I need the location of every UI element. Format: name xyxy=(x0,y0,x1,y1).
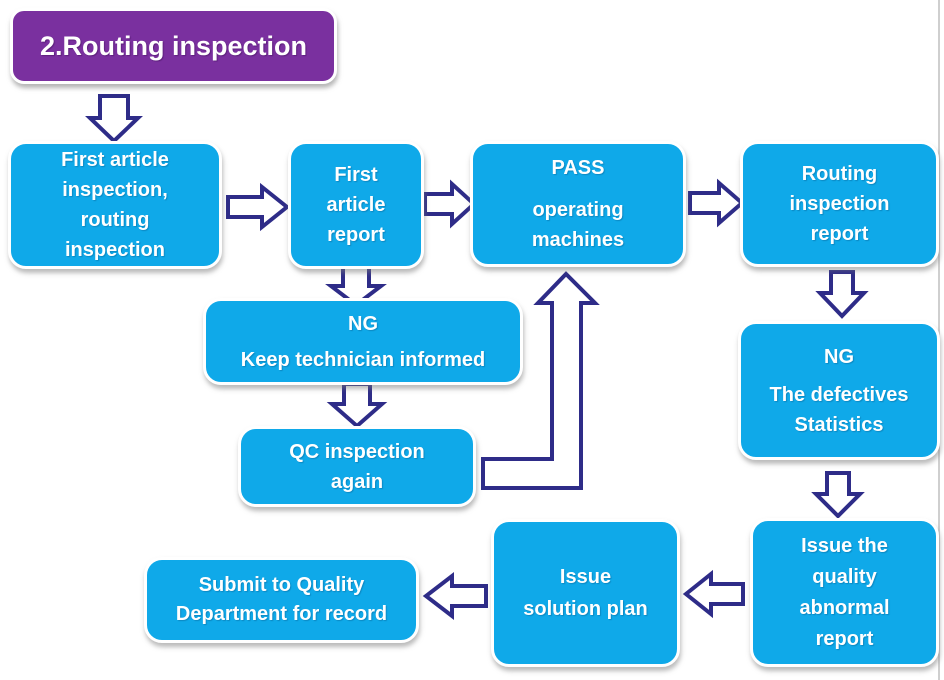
arrow-report-to-ng-down xyxy=(325,265,387,308)
node-qc-inspection-again: QC inspection again xyxy=(238,426,476,507)
node-text-line: quality xyxy=(812,565,877,588)
node-text-line: Submit to Quality xyxy=(198,574,365,596)
node-text-line: operating xyxy=(532,199,624,221)
node-text-line: abnormal xyxy=(799,596,890,619)
node-first-article-report: First article report xyxy=(288,141,424,269)
node-routing-inspection-report: Routing inspection report xyxy=(740,141,939,267)
arrow-report-to-pass-right xyxy=(423,179,477,229)
node-text-line: report xyxy=(327,224,385,246)
node-text-line: Statistics xyxy=(794,413,884,436)
node-text-line: report xyxy=(815,627,874,650)
node-text-line: Issue the xyxy=(801,534,888,557)
node-text-line: report xyxy=(810,223,869,245)
node-text-line: Department for record xyxy=(175,603,388,625)
node-submit-to-quality-department: Submit to Quality Department for record xyxy=(144,557,419,643)
node-text-line: inspection, xyxy=(62,179,168,201)
title-box: 2.Routing inspection xyxy=(10,8,337,84)
arrow-qc-to-pass-elbow-up xyxy=(481,271,600,490)
node-text-line: The defectives xyxy=(769,383,909,406)
node-text-line: Keep technician informed xyxy=(240,348,486,371)
arrow-abnormal-to-solution-left xyxy=(682,569,745,619)
node-text-line: inspection xyxy=(789,193,890,215)
arrow-ng-to-qc-down xyxy=(326,382,388,429)
node-text-line: PASS xyxy=(551,157,605,179)
arrow-first-article-to-report-right xyxy=(226,182,291,232)
arrow-solution-to-submit-left xyxy=(422,571,488,621)
node-first-article-inspection: First article inspection, routing inspec… xyxy=(8,141,222,269)
node-text-line: QC inspection xyxy=(289,440,425,463)
node-ng-defectives-statistics: NG The defectives Statistics xyxy=(738,321,940,460)
node-issue-quality-abnormal-report: Issue the quality abnormal report xyxy=(750,518,939,667)
node-text-line: Issue xyxy=(559,566,612,588)
node-text-line: NG xyxy=(348,312,378,335)
node-text-line: again xyxy=(330,470,384,493)
node-text-line: First article xyxy=(61,149,169,171)
node-text-line: routing xyxy=(80,209,150,231)
node-text-line: First xyxy=(334,164,378,186)
node-text-line: article xyxy=(326,194,386,216)
arrow-title-to-first-article-down xyxy=(85,94,143,144)
node-text-line: Routing xyxy=(801,163,878,185)
node-text-line: solution plan xyxy=(523,598,648,620)
node-issue-solution-plan: Issue solution plan xyxy=(491,519,680,667)
node-text-line: inspection xyxy=(64,239,165,261)
node-pass-operating-machines: PASS operating machines xyxy=(470,141,686,267)
node-ng-keep-technician-informed: NG Keep technician informed xyxy=(203,298,523,385)
node-text-line: machines xyxy=(531,229,625,251)
arrow-routing-to-ng-down xyxy=(815,270,869,319)
page-title: 2.Routing inspection xyxy=(40,30,307,61)
arrow-ng-to-abnormal-down xyxy=(811,471,865,519)
node-text-line: NG xyxy=(824,345,854,368)
arrow-pass-to-routing-right xyxy=(688,178,746,228)
